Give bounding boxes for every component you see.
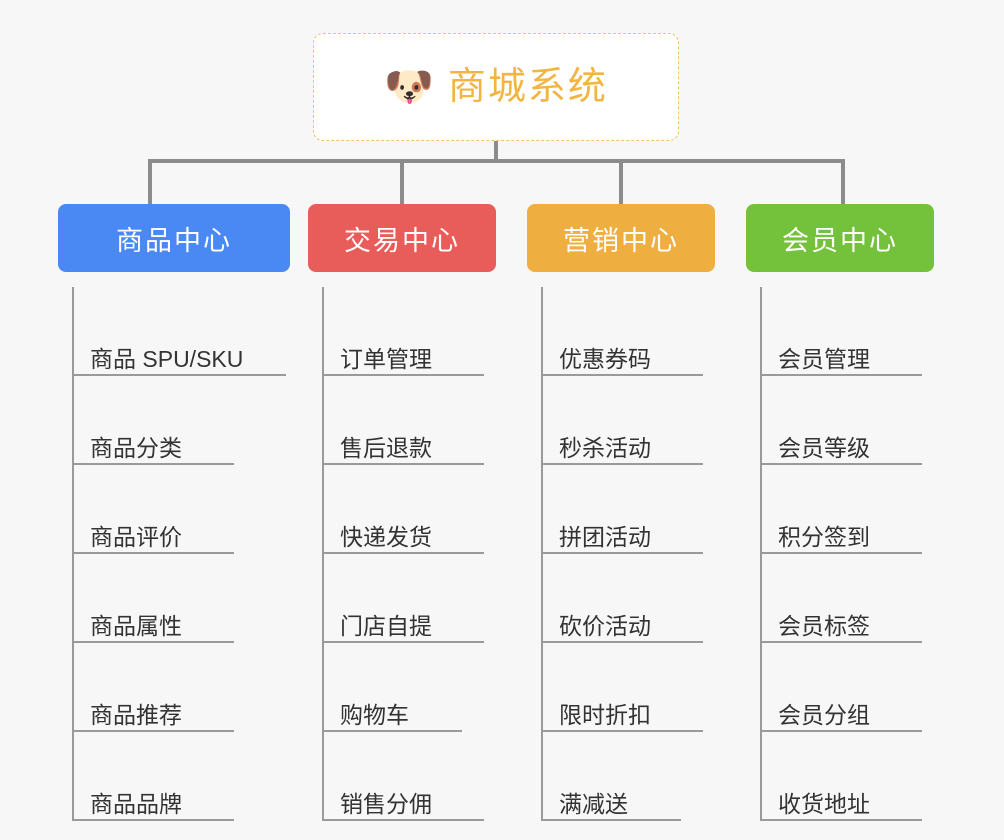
list-item-underline xyxy=(324,463,484,465)
list-item-underline xyxy=(543,463,703,465)
list-item[interactable]: 订单管理 xyxy=(310,287,496,376)
list-item-underline xyxy=(543,819,681,821)
list-item-underline xyxy=(74,819,234,821)
list-item-underline xyxy=(74,463,234,465)
branch-trunk xyxy=(72,287,74,821)
branch-header-marketing[interactable]: 营销中心 xyxy=(527,204,715,272)
list-item-underline xyxy=(74,641,234,643)
branch-header-product[interactable]: 商品中心 xyxy=(58,204,290,272)
list-item-underline xyxy=(762,374,922,376)
root-node[interactable]: 🐶 商城系统 xyxy=(313,33,679,141)
list-item-underline xyxy=(74,552,234,554)
branch-trunk xyxy=(541,287,543,821)
list-item-underline xyxy=(543,730,703,732)
connector-drop-branch-2 xyxy=(619,159,623,206)
list-item[interactable]: 会员等级 xyxy=(748,376,934,465)
list-item-label: 订单管理 xyxy=(340,345,432,372)
list-item[interactable]: 商品推荐 xyxy=(60,643,290,732)
list-item-underline xyxy=(324,730,462,732)
list-item-label: 积分签到 xyxy=(778,523,870,550)
list-item-label: 商品 SPU/SKU xyxy=(90,345,244,372)
list-item[interactable]: 购物车 xyxy=(310,643,496,732)
list-item[interactable]: 快递发货 xyxy=(310,465,496,554)
list-item-underline xyxy=(74,730,234,732)
connector-root-stem xyxy=(494,141,498,162)
list-item[interactable]: 商品评价 xyxy=(60,465,290,554)
list-item-label: 售后退款 xyxy=(340,434,432,461)
list-item-underline xyxy=(543,641,703,643)
list-item-label: 快递发货 xyxy=(340,523,432,550)
list-item-label: 商品分类 xyxy=(90,434,182,461)
list-item-label: 会员管理 xyxy=(778,345,870,372)
branch-header-trade[interactable]: 交易中心 xyxy=(308,204,496,272)
list-item-underline xyxy=(74,374,286,376)
list-item[interactable]: 售后退款 xyxy=(310,376,496,465)
list-item[interactable]: 优惠券码 xyxy=(529,287,715,376)
list-item[interactable]: 砍价活动 xyxy=(529,554,715,643)
connector-drop-branch-0 xyxy=(148,159,152,206)
list-item-underline xyxy=(324,374,484,376)
list-item-label: 商品品牌 xyxy=(90,790,182,817)
shiba-dog-icon: 🐶 xyxy=(384,65,434,109)
list-item[interactable]: 会员标签 xyxy=(748,554,934,643)
branch-items-marketing: 优惠券码 秒杀活动 拼团活动 砍价活动 限时折扣 满减送 xyxy=(527,287,715,821)
list-item[interactable]: 商品分类 xyxy=(60,376,290,465)
list-item-label: 商品推荐 xyxy=(90,701,182,728)
list-item-label: 满减送 xyxy=(559,790,628,817)
list-item-label: 购物车 xyxy=(340,701,409,728)
list-item-label: 优惠券码 xyxy=(559,345,651,372)
list-item-label: 销售分佣 xyxy=(340,790,432,817)
list-item-label: 商品属性 xyxy=(90,612,182,639)
list-item-label: 会员等级 xyxy=(778,434,870,461)
list-item-underline xyxy=(324,819,484,821)
branch-column-member: 会员中心 会员管理 会员等级 积分签到 会员标签 会员分组 xyxy=(746,204,934,821)
list-item[interactable]: 商品 SPU/SKU xyxy=(60,287,290,376)
branch-trunk xyxy=(760,287,762,821)
list-item-underline xyxy=(543,552,703,554)
branch-items-trade: 订单管理 售后退款 快递发货 门店自提 购物车 销售分佣 xyxy=(308,287,496,821)
branch-items-member: 会员管理 会员等级 积分签到 会员标签 会员分组 收货地址 xyxy=(746,287,934,821)
branch-trunk xyxy=(322,287,324,821)
list-item[interactable]: 收货地址 xyxy=(748,732,934,821)
connector-drop-branch-1 xyxy=(400,159,404,206)
list-item[interactable]: 限时折扣 xyxy=(529,643,715,732)
list-item-underline xyxy=(762,463,922,465)
list-item-label: 门店自提 xyxy=(340,612,432,639)
list-item-underline xyxy=(324,641,484,643)
list-item[interactable]: 会员分组 xyxy=(748,643,934,732)
list-item-label: 拼团活动 xyxy=(559,523,651,550)
list-item[interactable]: 积分签到 xyxy=(748,465,934,554)
root-title: 商城系统 xyxy=(447,66,608,108)
list-item-label: 收货地址 xyxy=(778,790,870,817)
list-item-underline xyxy=(762,819,922,821)
list-item[interactable]: 销售分佣 xyxy=(310,732,496,821)
list-item[interactable]: 商品属性 xyxy=(60,554,290,643)
list-item-underline xyxy=(762,730,922,732)
list-item-label: 秒杀活动 xyxy=(559,434,651,461)
list-item[interactable]: 门店自提 xyxy=(310,554,496,643)
list-item-label: 商品评价 xyxy=(90,523,182,550)
list-item-label: 会员标签 xyxy=(778,612,870,639)
list-item-underline xyxy=(762,552,922,554)
branch-column-trade: 交易中心 订单管理 售后退款 快递发货 门店自提 购物车 xyxy=(308,204,496,821)
list-item-underline xyxy=(543,374,703,376)
branch-column-marketing: 营销中心 优惠券码 秒杀活动 拼团活动 砍价活动 限时折扣 xyxy=(527,204,715,821)
list-item[interactable]: 拼团活动 xyxy=(529,465,715,554)
list-item-label: 砍价活动 xyxy=(559,612,651,639)
list-item[interactable]: 商品品牌 xyxy=(60,732,290,821)
connector-drop-branch-3 xyxy=(841,159,845,206)
list-item[interactable]: 秒杀活动 xyxy=(529,376,715,465)
branch-items-product: 商品 SPU/SKU 商品分类 商品评价 商品属性 商品推荐 商品品牌 xyxy=(58,287,290,821)
branch-column-product: 商品中心 商品 SPU/SKU 商品分类 商品评价 商品属性 商品推荐 xyxy=(58,204,290,821)
list-item-underline xyxy=(324,552,484,554)
branch-header-member[interactable]: 会员中心 xyxy=(746,204,934,272)
list-item-label: 限时折扣 xyxy=(559,701,651,728)
list-item[interactable]: 满减送 xyxy=(529,732,715,821)
list-item[interactable]: 会员管理 xyxy=(748,287,934,376)
connector-horizontal-bus xyxy=(148,159,845,163)
list-item-underline xyxy=(762,641,922,643)
list-item-label: 会员分组 xyxy=(778,701,870,728)
